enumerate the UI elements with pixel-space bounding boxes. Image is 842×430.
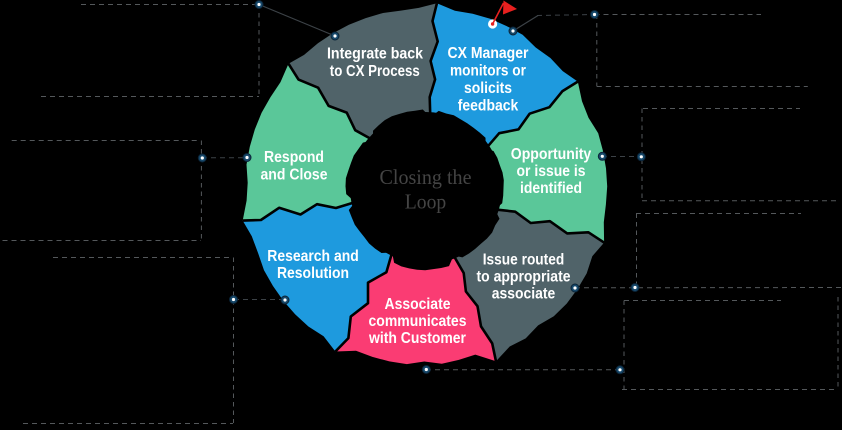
svg-text:feedback: feedback [458,98,519,115]
svg-text:Closing the: Closing the [380,165,472,189]
svg-text:Opportunity: Opportunity [511,146,592,163]
svg-text:Respond: Respond [264,149,324,166]
svg-text:Integrate back: Integrate back [327,46,423,63]
svg-text:with Customer: with Customer [368,330,466,347]
svg-text:Research and: Research and [267,248,359,265]
svg-text:Loop: Loop [405,190,447,214]
svg-text:solicits: solicits [464,80,512,97]
svg-text:Issue routed: Issue routed [483,252,565,269]
svg-text:CX Manager: CX Manager [448,45,529,62]
svg-text:to appropriate: to appropriate [477,269,571,286]
svg-text:and Close: and Close [261,167,328,184]
svg-text:communicates: communicates [369,313,467,330]
svg-text:Associate: Associate [385,296,451,313]
svg-text:to CX Process: to CX Process [330,63,420,80]
svg-text:monitors or: monitors or [450,63,526,80]
svg-text:or issue is: or issue is [517,163,586,180]
svg-text:associate: associate [492,286,556,303]
svg-text:identified: identified [520,180,582,197]
svg-text:Resolution: Resolution [277,265,349,282]
